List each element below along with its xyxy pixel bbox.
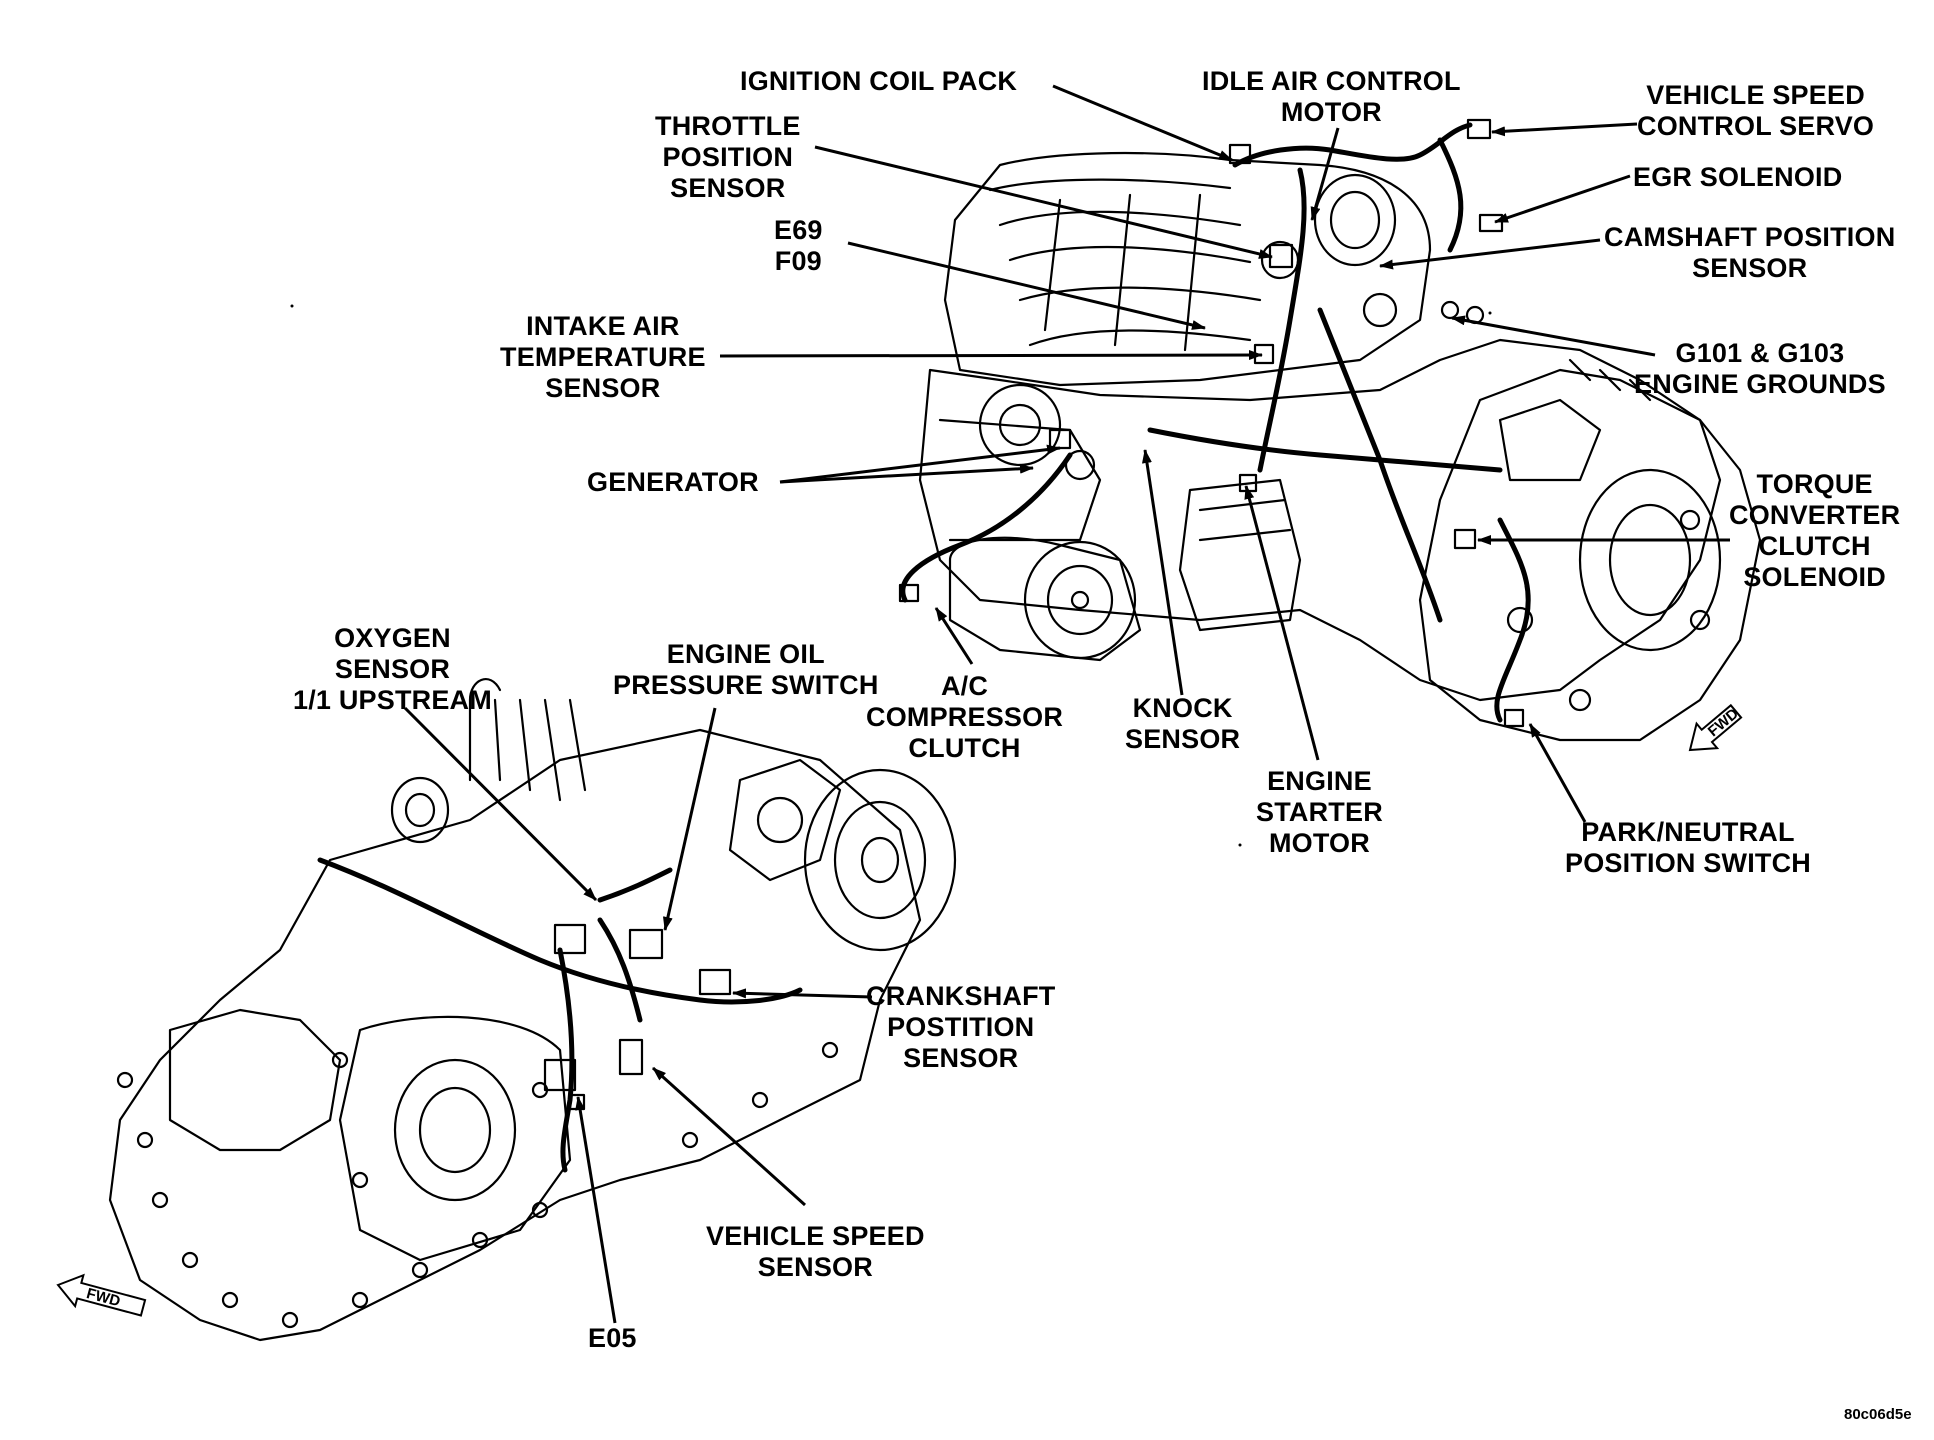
- leader-engine-grounds: [1451, 315, 1656, 357]
- label-vehicle-speed-sensor: VEHICLE SPEED SENSOR: [706, 1221, 925, 1282]
- leader-ac-compressor: [934, 607, 974, 665]
- leader-throttle-position-sensor: [814, 145, 1273, 259]
- label-e05: E05: [588, 1323, 637, 1353]
- leader-vehicle-speed-control-servo: [1491, 122, 1638, 137]
- leader-egr-solenoid: [1494, 174, 1631, 224]
- leader-knock-sensor: [1141, 449, 1184, 696]
- label-idle-air-control-motor: IDLE AIR CONTROL MOTOR: [1202, 66, 1461, 127]
- leader-e05: [575, 1096, 617, 1324]
- label-engine-grounds: G101 & G103 ENGINE GROUNDS: [1634, 338, 1886, 399]
- label-engine-oil-pressure-switch: ENGINE OIL PRESSURE SWITCH: [613, 639, 879, 700]
- leader-engine-starter: [1244, 485, 1320, 761]
- label-camshaft-position-sensor: CAMSHAFT POSITION SENSOR: [1604, 222, 1896, 283]
- leader-idle-air-control-motor: [1310, 127, 1340, 221]
- upper-engine-drawing: [898, 118, 1762, 742]
- label-ac-compressor-clutch: A/C COMPRESSOR CLUTCH: [866, 671, 1064, 763]
- leader-crankshaft-position: [732, 988, 873, 999]
- label-generator: GENERATOR: [587, 467, 759, 497]
- fwd-label-upper: FWD: [1705, 705, 1742, 740]
- label-park-neutral-position-switch: PARK/NEUTRAL POSITION SWITCH: [1565, 817, 1811, 878]
- label-oxygen-sensor: OXYGEN SENSOR 1/1 UPSTREAM: [293, 623, 492, 715]
- leader-oxygen-sensor: [403, 706, 598, 902]
- label-e69-f09: E69 F09: [774, 215, 823, 276]
- leader-vehicle-speed-sensor: [651, 1066, 807, 1207]
- leader-camshaft-position-sensor: [1379, 238, 1601, 270]
- label-torque-converter-clutch-solenoid: TORQUE CONVERTER CLUTCH SOLENOID: [1729, 469, 1901, 592]
- leader-ignition-coil-pack: [1052, 84, 1233, 162]
- label-throttle-position-sensor: THROTTLE POSITION SENSOR: [655, 111, 801, 203]
- lower-engine-drawing: [108, 678, 957, 1342]
- fwd-arrow-lower: FWD: [56, 1273, 147, 1317]
- label-egr-solenoid: EGR SOLENOID: [1633, 162, 1843, 192]
- label-ignition-coil-pack: IGNITION COIL PACK: [740, 66, 1018, 96]
- figure-code: 80c06d5e: [1844, 1406, 1912, 1423]
- leader-e69-f09: [847, 241, 1206, 330]
- leader-engine-oil-pressure: [662, 707, 717, 931]
- leader-lines: [403, 84, 1730, 1324]
- label-intake-air-temperature-sensor: INTAKE AIR TEMPERATURE SENSOR: [500, 311, 706, 403]
- label-knock-sensor: KNOCK SENSOR: [1125, 693, 1241, 754]
- label-crankshaft-position-sensor: CRANKSHAFT POSTITION SENSOR: [866, 981, 1056, 1073]
- label-vehicle-speed-control-servo: VEHICLE SPEED CONTROL SERVO: [1637, 80, 1875, 141]
- fwd-label-lower: FWD: [85, 1285, 123, 1310]
- fwd-arrow-upper: FWD: [1688, 703, 1743, 752]
- label-engine-starter-motor: ENGINE STARTER MOTOR: [1256, 766, 1383, 858]
- leader-generator-1: [779, 444, 1061, 484]
- leader-generator-2: [779, 463, 1034, 484]
- leader-park-neutral: [1528, 723, 1587, 823]
- leader-intake-air-temperature: [719, 350, 1263, 361]
